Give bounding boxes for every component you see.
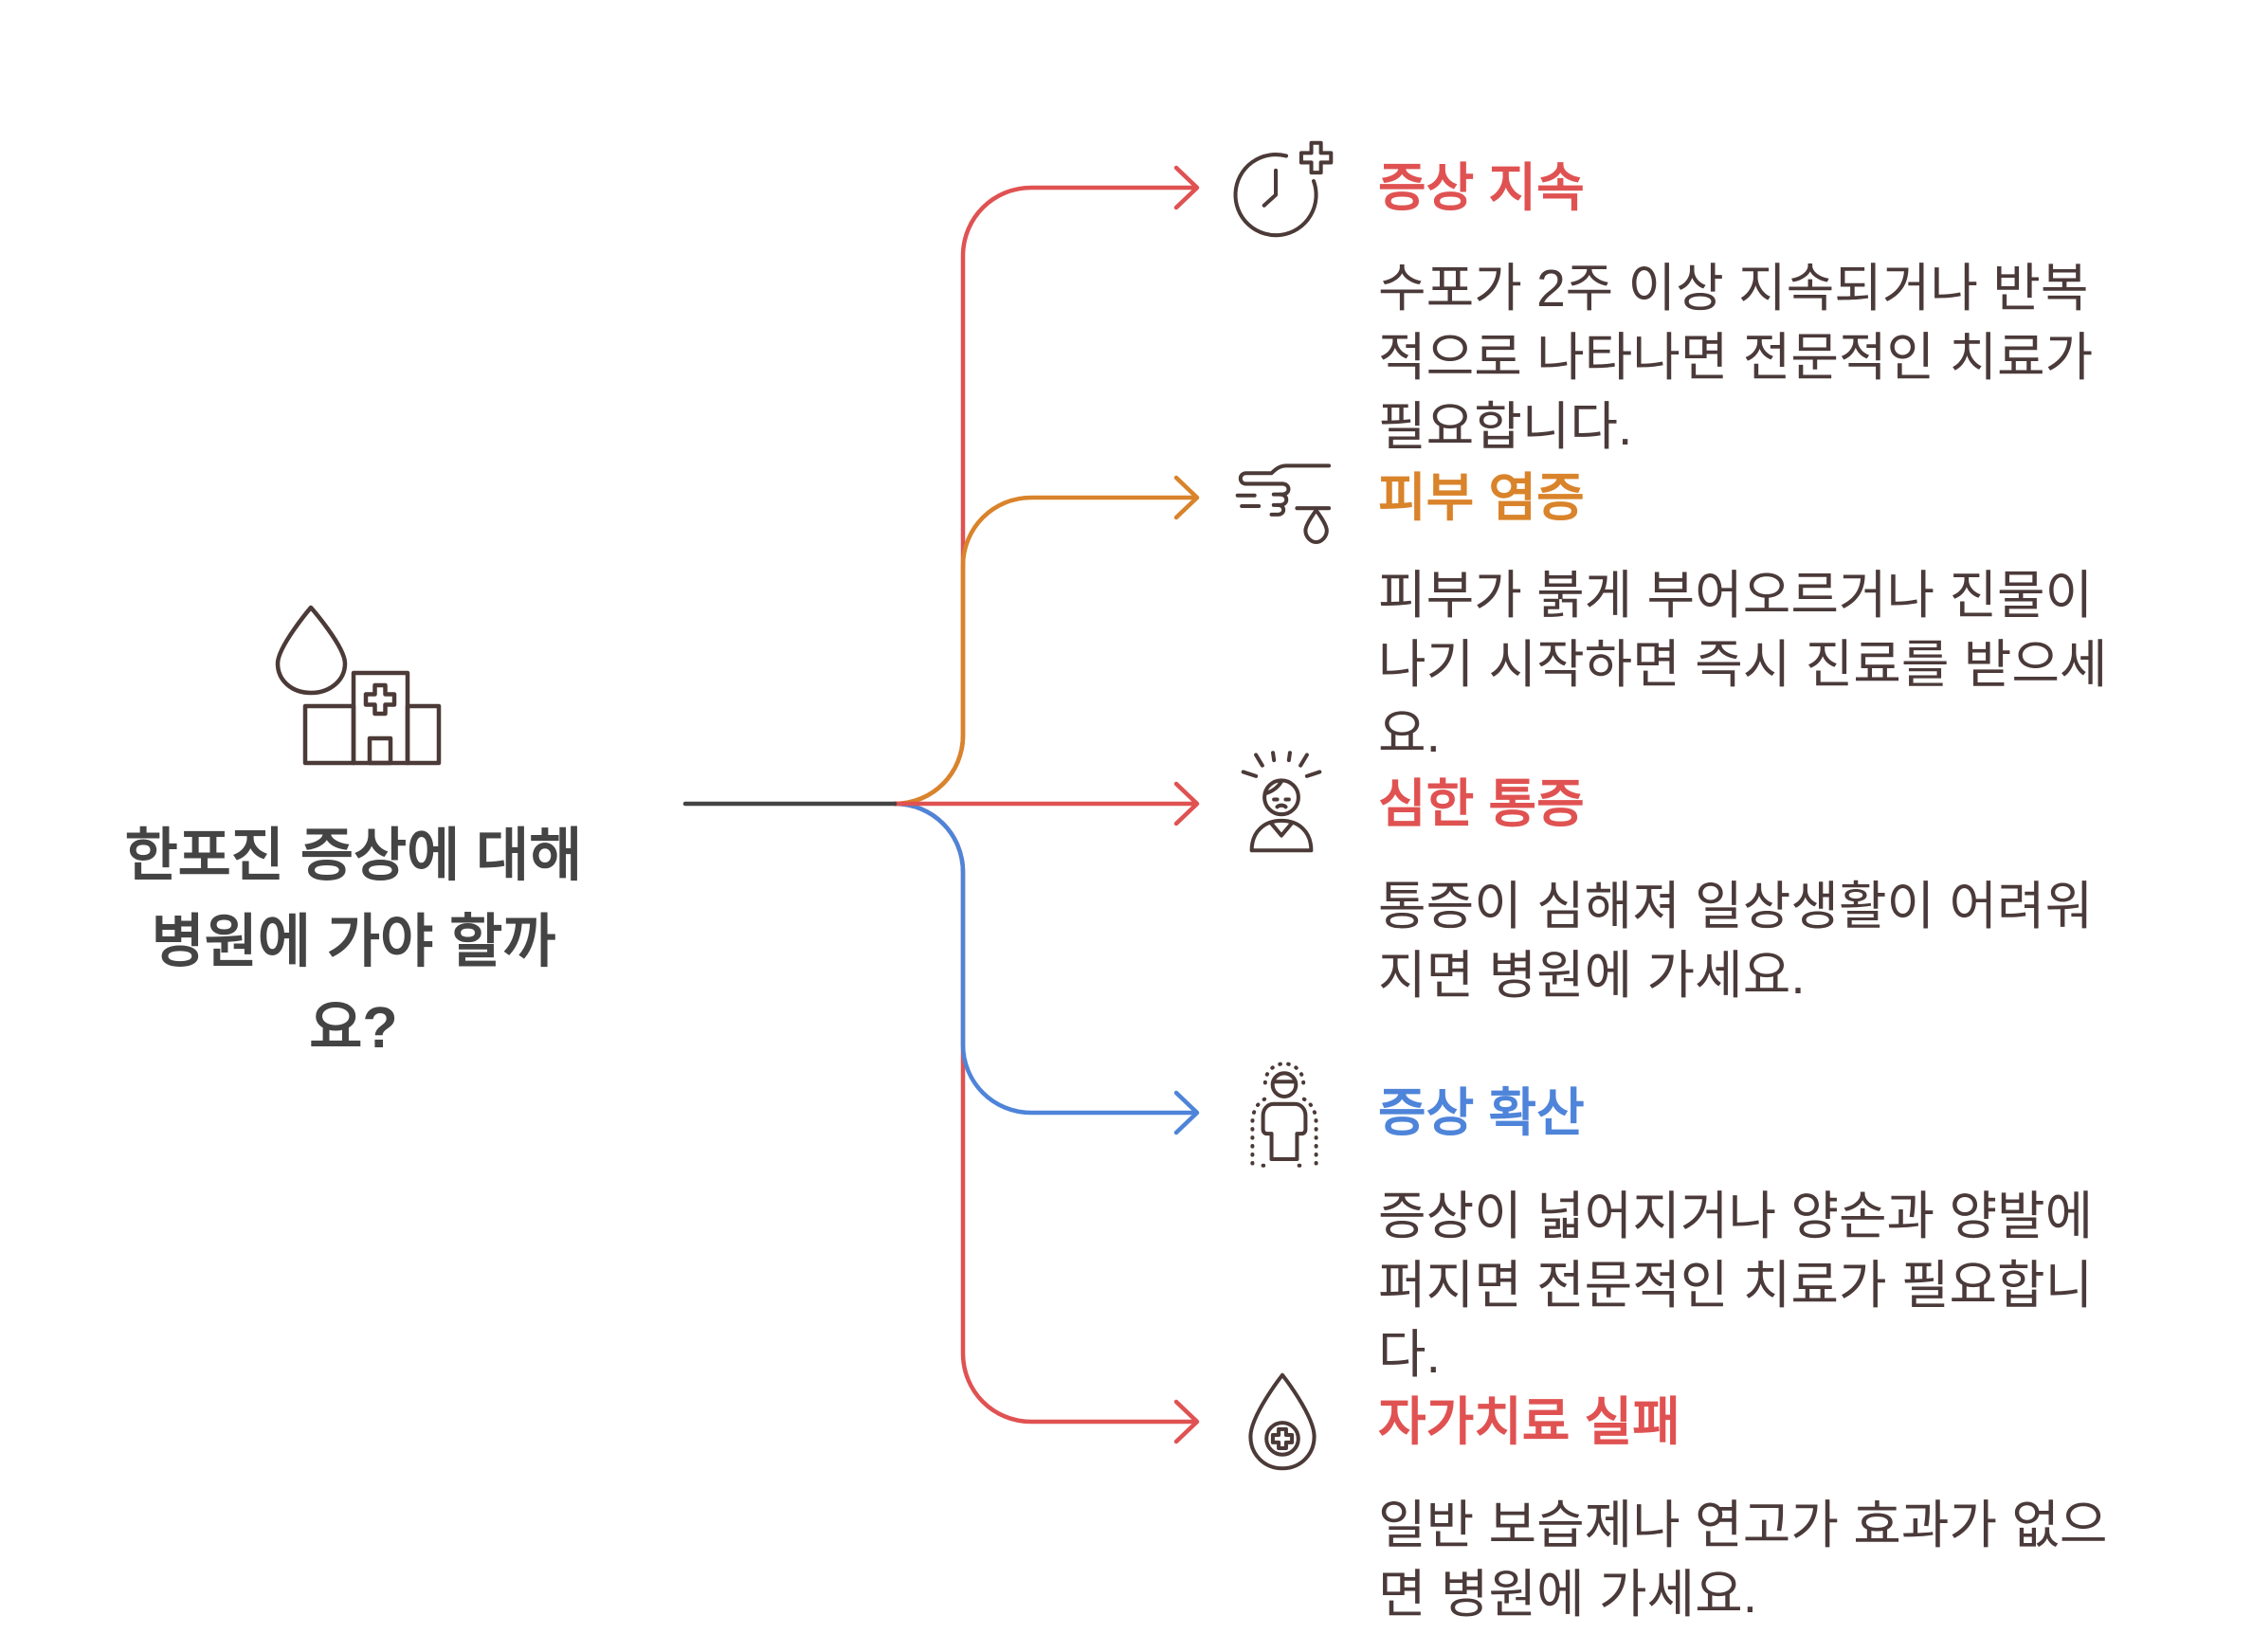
- description-line: 통증이 심해져 일상생활이 어려워: [1378, 877, 2094, 935]
- description-symptom-spread: 증상이 넓어지거나 양손과 양발에 퍼지면 전문적인 치료가 필요합니 다.: [1378, 1182, 2093, 1389]
- description-line: 지면 병원에 가세요.: [1378, 946, 1806, 1005]
- person-pain-icon: [1241, 751, 1322, 853]
- description-line: 수포가 2주 이상 지속되거나 반복: [1378, 259, 2089, 318]
- description-line: 적으로 나타나면 전문적인 치료가: [1378, 328, 2094, 387]
- description-line: 면 병원에 가세요.: [1378, 1565, 1758, 1624]
- description-line: 나기 시작하면 즉시 진료를 받으세: [1378, 635, 2108, 694]
- main-title: 한포진 증상에 대해 병원에 가야 할까 요?: [38, 812, 669, 1071]
- description-line: 일반 보습제나 연고가 효과가 없으: [1378, 1496, 2108, 1554]
- heading-symptom-spread: 증상 확산: [1378, 1083, 1585, 1142]
- hospital-drop-icon: [275, 605, 442, 766]
- main-title-line: 병원에 가야 할까: [151, 909, 556, 973]
- main-title-line: 요?: [309, 995, 398, 1060]
- description-line: 요.: [1378, 704, 1441, 763]
- branch-line-symptom-spread: [892, 801, 1199, 1116]
- drop-cross-icon: [1248, 1372, 1317, 1471]
- description-self-care-failure: 일반 보습제나 연고가 효과가 없으 면 병원에 가세요.: [1378, 1491, 2108, 1629]
- clock-plus-icon: [1233, 140, 1334, 238]
- branch-line-skin-inflammation: [892, 495, 1199, 807]
- arrow-head-symptom-persist: [1173, 165, 1200, 210]
- arrow-head-skin-inflammation: [1173, 475, 1200, 520]
- description-line: 증상이 넓어지거나 양손과 양발에: [1378, 1187, 2094, 1245]
- arrow-head-symptom-spread: [1173, 1090, 1200, 1135]
- pointing-hand-drop-icon: [1235, 463, 1332, 545]
- description-line: 필요합니다.: [1378, 397, 1633, 456]
- description-symptom-persist: 수포가 2주 이상 지속되거나 반복 적으로 나타나면 전문적인 치료가 필요합…: [1378, 254, 2093, 462]
- heading-self-care-failure: 자가치료 실패: [1378, 1392, 1680, 1451]
- heading-skin-inflammation: 피부 염증: [1378, 468, 1585, 527]
- arrow-head-self-care-failure: [1173, 1399, 1200, 1444]
- heading-severe-pain: 심한 통증: [1378, 774, 1585, 833]
- description-skin-inflammation: 피부가 붉게 부어오르거나 진물이 나기 시작하면 즉시 진료를 받으세 요.: [1378, 561, 2108, 769]
- main-title-line: 한포진 증상에 대해: [124, 823, 583, 887]
- description-severe-pain: 통증이 심해져 일상생활이 어려워 지면 병원에 가세요.: [1378, 872, 2093, 1010]
- heading-symptom-persist: 증상 지속: [1378, 158, 1585, 217]
- description-line: 피부가 붉게 부어오르거나 진물이: [1378, 566, 2094, 625]
- description-line: 퍼지면 전문적인 치료가 필요합니: [1378, 1256, 2094, 1315]
- arrow-head-severe-pain: [1173, 781, 1200, 826]
- person-spread-icon: [1250, 1062, 1318, 1168]
- description-line: 다.: [1378, 1325, 1441, 1384]
